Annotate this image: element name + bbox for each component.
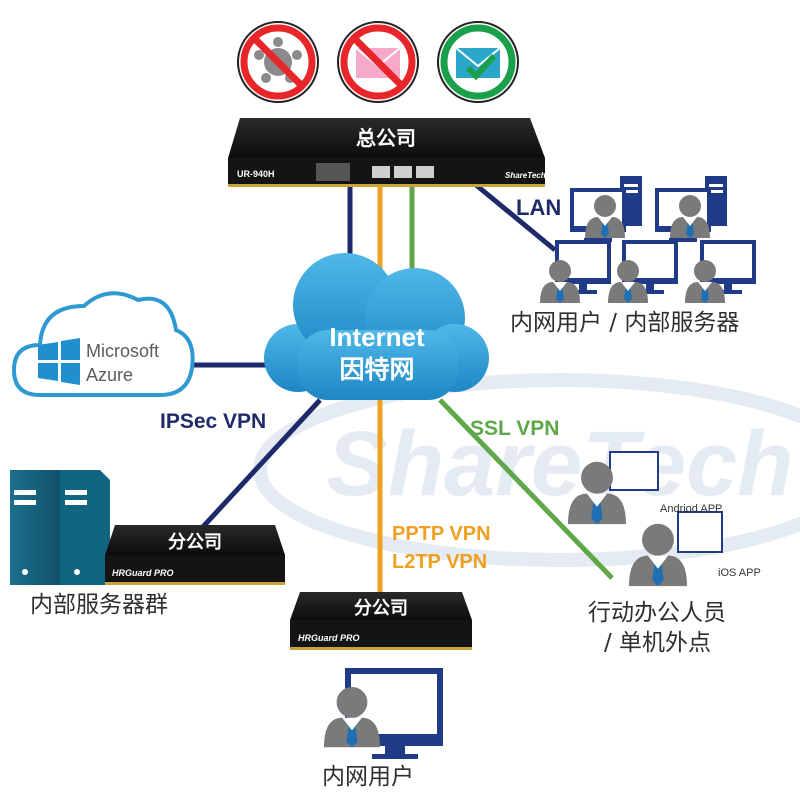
watermark-text: ShareTech xyxy=(326,413,793,515)
lan-computers xyxy=(540,176,756,303)
lan-caption: 内网用户 / 内部服务器 xyxy=(510,310,739,336)
hq-device-label: 总公司 xyxy=(356,126,416,150)
branch-left-device: 分公司 HRGuard PRO xyxy=(105,525,285,585)
branch-center-label: 分公司 xyxy=(354,598,408,619)
hq-device: 总公司 UR-940H ShareTech xyxy=(228,118,546,187)
branch-center-caption: 内网用户 xyxy=(322,764,414,790)
mobile-caption-line1: 行动办公人员 xyxy=(588,600,726,626)
sharetech-watermark: ShareTech xyxy=(253,373,800,567)
azure-text: Azure xyxy=(86,365,133,385)
branch-center-device: 分公司 HRGuard PRO xyxy=(290,592,472,650)
ipsec-vpn-label: IPSec VPN xyxy=(160,410,266,433)
lan-link xyxy=(468,178,557,252)
mobile-workers xyxy=(568,451,723,587)
branch-center-brand: HRGuard PRO xyxy=(298,633,360,643)
hq-device-brand: ShareTech xyxy=(505,171,546,180)
lan-label: LAN xyxy=(516,195,561,220)
branch-left-brand: HRGuard PRO xyxy=(112,568,174,578)
internet-subtitle: 因特网 xyxy=(339,355,414,384)
pptp-vpn-label: PPTP VPN xyxy=(392,523,491,545)
server-cluster xyxy=(10,470,110,585)
android-app-label: Andriod APP xyxy=(660,503,722,515)
branch-user-workstation xyxy=(324,668,443,759)
internet-cloud: Internet 因特网 xyxy=(264,253,489,400)
microsoft-text: Microsoft xyxy=(86,341,159,361)
connection-lines xyxy=(185,178,614,592)
ssl-link xyxy=(438,398,614,580)
ios-app-label: iOS APP xyxy=(718,567,761,579)
branch-left-label: 分公司 xyxy=(168,532,222,553)
branch-left-caption: 内部服务器群 xyxy=(30,592,168,618)
mobile-caption-line2: / 单机外点 xyxy=(604,630,711,656)
azure-cloud: Microsoft Azure xyxy=(11,291,195,397)
windows-logo-icon xyxy=(38,338,80,385)
virus-forbidden-icon xyxy=(237,21,319,103)
l2tp-vpn-label: L2TP VPN xyxy=(392,551,487,573)
hq-device-model: UR-940H xyxy=(237,169,275,179)
ssl-vpn-label: SSL VPN xyxy=(470,417,559,440)
spam-mail-forbidden-icon xyxy=(337,21,419,103)
mail-allowed-icon xyxy=(437,21,519,103)
internet-title: Internet xyxy=(329,322,425,352)
ipsec-link xyxy=(198,398,322,532)
